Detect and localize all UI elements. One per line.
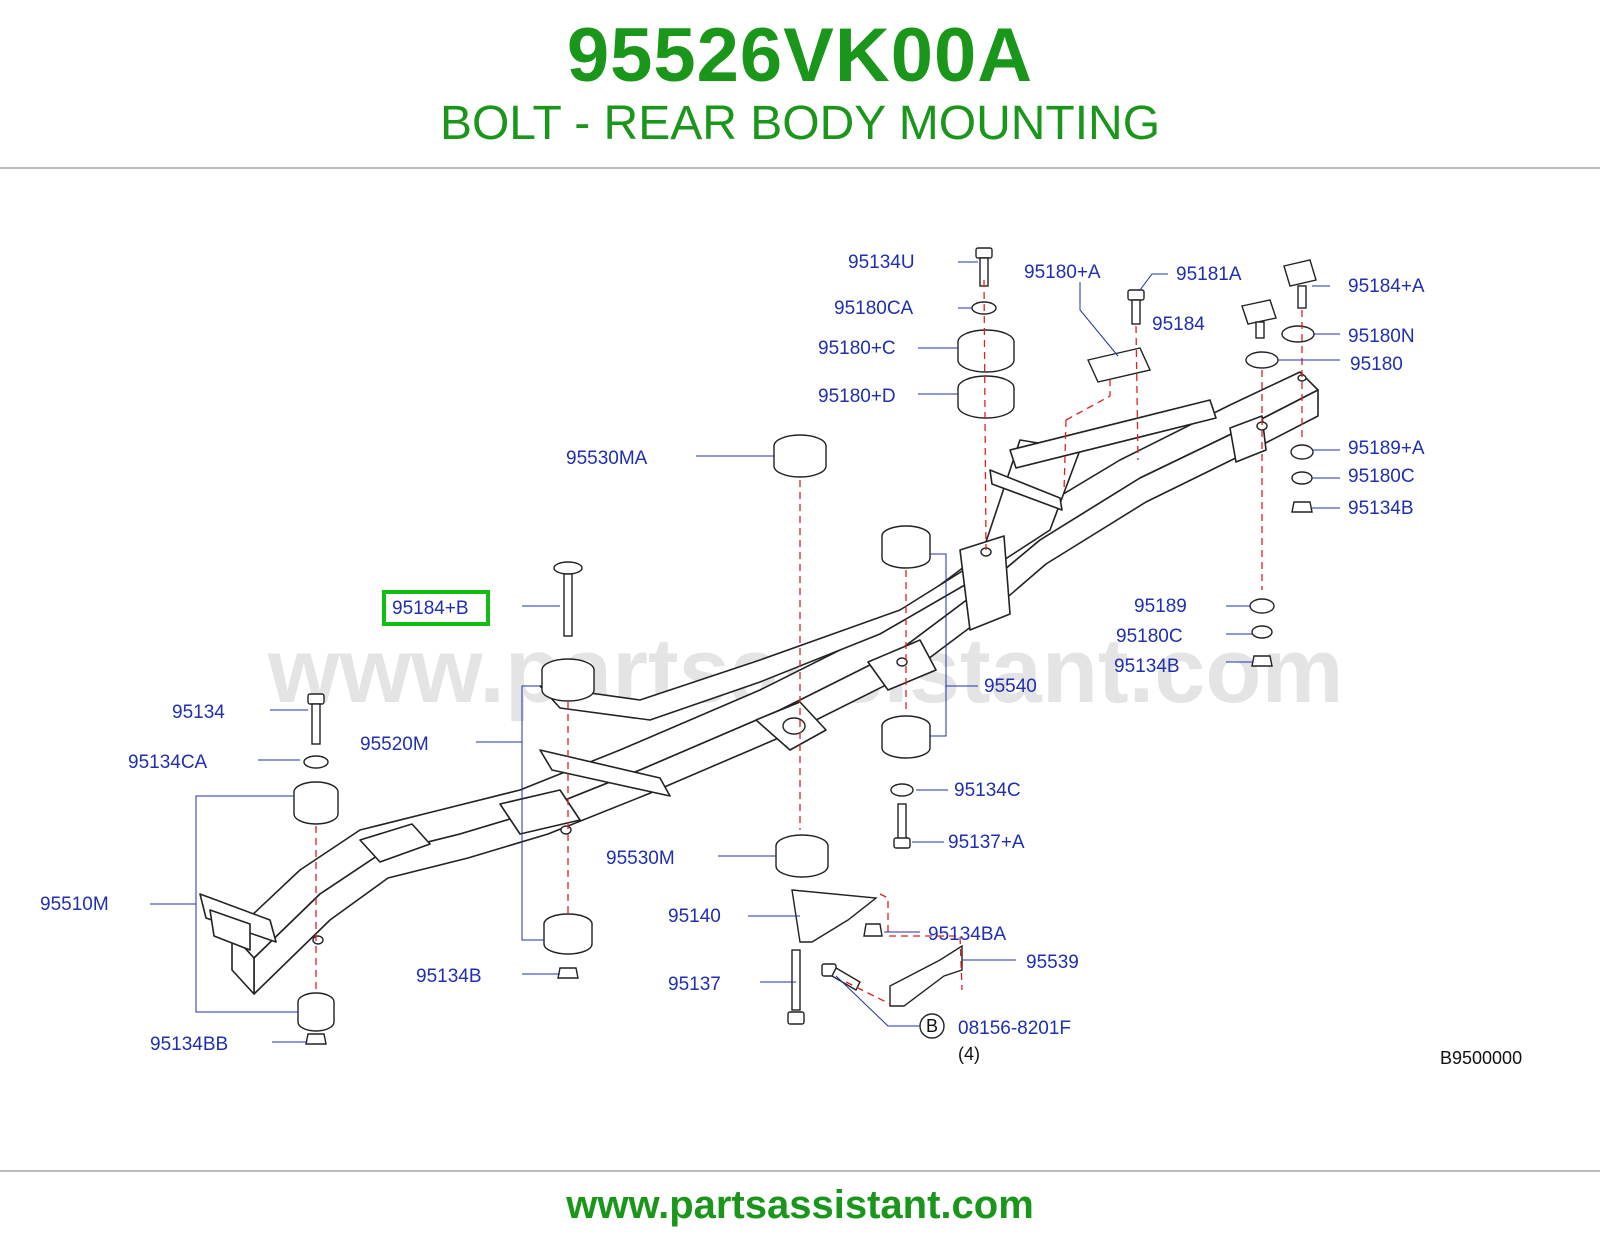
assembly-dash-lines xyxy=(315,279,1303,1005)
label-95189-plus-a[interactable]: 95189+A xyxy=(1348,438,1425,459)
part-glyphs xyxy=(293,247,1317,1045)
label-95134b-left[interactable]: 95134B xyxy=(416,966,482,987)
label-95180n[interactable]: 95180N xyxy=(1348,326,1415,347)
label-95530m[interactable]: 95530M xyxy=(606,848,675,869)
label-95137-plus-a[interactable]: 95137+A xyxy=(948,832,1025,853)
label-08156-8201f[interactable]: 08156-8201F xyxy=(958,1018,1071,1039)
label-95180ca[interactable]: 95180CA xyxy=(834,298,914,319)
label-95180c-right[interactable]: 95180C xyxy=(1348,466,1415,487)
label-95180-plus-c[interactable]: 95180+C xyxy=(818,338,896,359)
label-95530ma[interactable]: 95530MA xyxy=(566,448,648,469)
leader-lines xyxy=(150,261,1340,1043)
label-95134b-right[interactable]: 95134B xyxy=(1348,498,1414,519)
label-95180-plus-d[interactable]: 95180+D xyxy=(818,386,896,407)
label-95181a[interactable]: 95181A xyxy=(1176,264,1242,285)
label-95134u[interactable]: 95134U xyxy=(848,252,915,273)
footer-website-link[interactable]: www.partsassistant.com xyxy=(566,1183,1034,1227)
label-95539[interactable]: 95539 xyxy=(1026,952,1079,973)
label-95180[interactable]: 95180 xyxy=(1350,354,1403,375)
label-95180c-middle[interactable]: 95180C xyxy=(1116,626,1183,647)
label-95134bb[interactable]: 95134BB xyxy=(150,1034,228,1055)
label-95140[interactable]: 95140 xyxy=(668,906,721,927)
label-95134b-middle[interactable]: 95134B xyxy=(1114,656,1180,677)
header-divider xyxy=(0,167,1600,169)
label-95184-plus-a[interactable]: 95184+A xyxy=(1348,276,1425,297)
exploded-parts-diagram: www.partsassistant.com xyxy=(0,230,1600,1110)
figure-code: B9500000 xyxy=(1440,1048,1522,1068)
label-95180-plus-a[interactable]: 95180+A xyxy=(1024,262,1101,283)
label-95184[interactable]: 95184 xyxy=(1152,314,1205,335)
highlight-box xyxy=(382,590,490,626)
label-95520m[interactable]: 95520M xyxy=(360,734,429,755)
label-95540[interactable]: 95540 xyxy=(984,676,1037,697)
footer-divider xyxy=(0,1170,1600,1172)
label-95134ca[interactable]: 95134CA xyxy=(128,752,208,773)
part-labels: 95134U 95180CA 95180+C 95180+D 95180+A 9… xyxy=(40,252,1522,1068)
quantity-note: (4) xyxy=(958,1044,980,1064)
label-95134ba[interactable]: 95134BA xyxy=(928,924,1007,945)
part-number-title: 95526VK00A xyxy=(566,13,1034,98)
label-95137[interactable]: 95137 xyxy=(668,974,721,995)
label-95189[interactable]: 95189 xyxy=(1134,596,1187,617)
callout-letter-b: B xyxy=(926,1016,938,1036)
label-95134c[interactable]: 95134C xyxy=(954,780,1021,801)
part-description: BOLT - REAR BODY MOUNTING xyxy=(439,97,1161,150)
label-95510m[interactable]: 95510M xyxy=(40,894,109,915)
page-header: 95526VK00A BOLT - REAR BODY MOUNTING xyxy=(0,0,1600,168)
chassis-frame-drawing xyxy=(199,371,1319,995)
label-95184-plus-b-highlighted[interactable]: 95184+B xyxy=(392,598,469,619)
label-95134[interactable]: 95134 xyxy=(172,702,225,723)
